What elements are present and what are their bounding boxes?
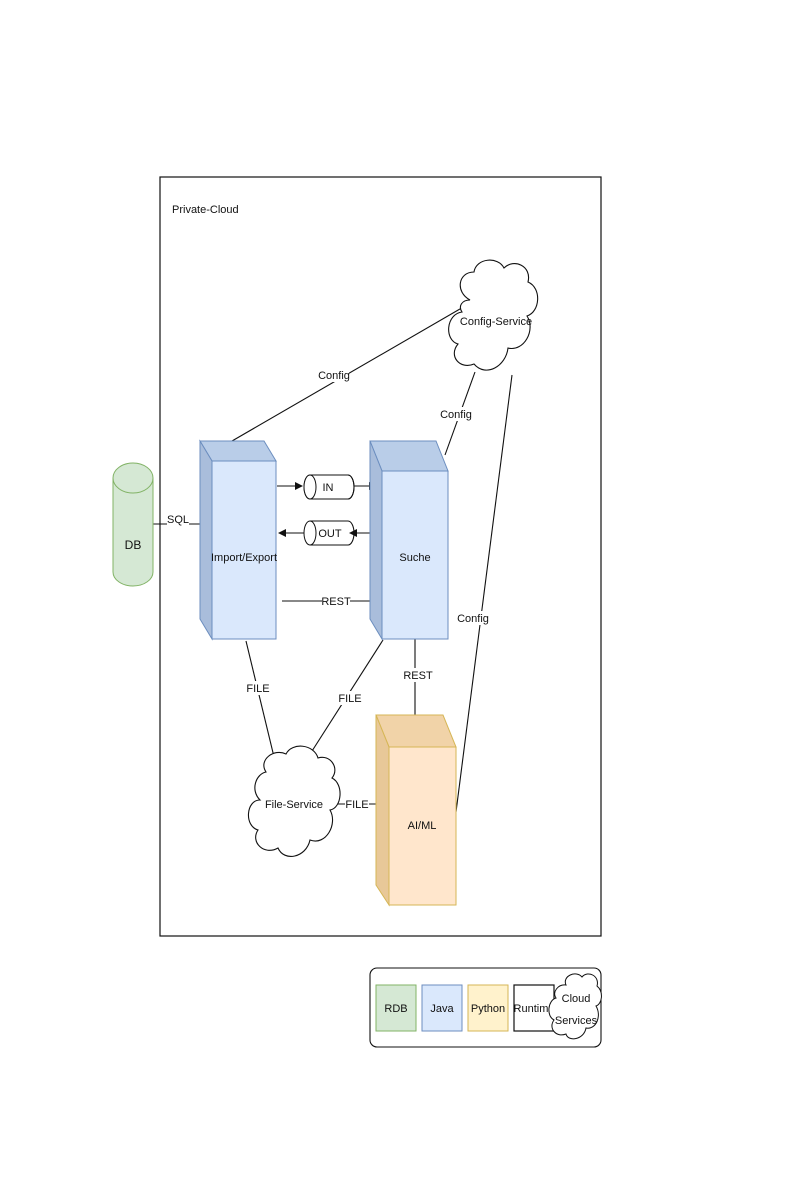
legend-item-runtime: Runtime xyxy=(513,984,555,1032)
suche-node: Suche xyxy=(369,440,449,641)
legend-item-rdb: RDB xyxy=(375,984,417,1032)
file-service-node: File-Service xyxy=(247,745,341,857)
edge-label-config-suche: Config xyxy=(440,407,472,421)
svg-text:REST: REST xyxy=(321,596,351,608)
svg-text:RDB: RDB xyxy=(384,1003,407,1015)
db-node: DB xyxy=(112,462,154,587)
aiml-label: AI/ML xyxy=(408,820,437,832)
svg-text:REST: REST xyxy=(403,670,433,682)
edge-label-file-ie: FILE xyxy=(246,681,270,695)
edge-label-sql: SQL xyxy=(167,513,189,526)
edge-label-file-suche: FILE xyxy=(338,691,362,705)
config-service-label: Config-Service xyxy=(460,316,532,328)
svg-text:Config: Config xyxy=(457,613,489,625)
aiml-node: AI/ML xyxy=(375,714,457,907)
edge-file-ie xyxy=(245,640,276,762)
legend-item-python: Python xyxy=(467,984,509,1032)
svg-text:Services: Services xyxy=(555,1015,598,1027)
svg-text:Config: Config xyxy=(318,370,350,382)
svg-text:SQL: SQL xyxy=(167,514,189,526)
svg-text:FILE: FILE xyxy=(345,799,368,811)
import-export-label: Import/Export xyxy=(211,552,277,564)
edge-label-config-ie: Config xyxy=(318,368,350,382)
legend-item-cloud-services: Cloud Services xyxy=(548,973,602,1040)
svg-text:Runtime: Runtime xyxy=(514,1003,555,1015)
edge-config-aiml xyxy=(455,374,513,813)
queue-in-node: IN xyxy=(303,474,355,500)
edge-label-config-aiml: Config xyxy=(457,611,489,625)
svg-text:Cloud: Cloud xyxy=(562,993,591,1005)
legend-item-java: Java xyxy=(421,984,463,1032)
svg-text:Config: Config xyxy=(440,409,472,421)
config-service-node: Config-Service xyxy=(448,259,539,371)
edge-label-file-aiml: FILE xyxy=(345,797,369,811)
suche-label: Suche xyxy=(399,552,430,564)
svg-text:FILE: FILE xyxy=(338,693,361,705)
file-service-label: File-Service xyxy=(265,799,323,811)
svg-text:FILE: FILE xyxy=(246,683,269,695)
db-label: DB xyxy=(125,538,142,552)
svg-text:Python: Python xyxy=(471,1003,505,1015)
edge-config-import-export xyxy=(231,301,473,442)
import-export-node: Import/Export xyxy=(199,439,277,641)
legend: RDB Java Python Runtime Cloud Services xyxy=(369,967,602,1048)
private-cloud-label: Private-Cloud xyxy=(172,204,239,216)
queue-out-node: OUT xyxy=(303,520,355,546)
svg-text:Java: Java xyxy=(430,1003,454,1015)
edge-label-rest-ie-suche: REST xyxy=(321,595,351,608)
edge-label-rest-suche-aiml: REST xyxy=(403,668,433,682)
queue-in-label: IN xyxy=(323,482,334,494)
queue-out-label: OUT xyxy=(318,528,342,540)
